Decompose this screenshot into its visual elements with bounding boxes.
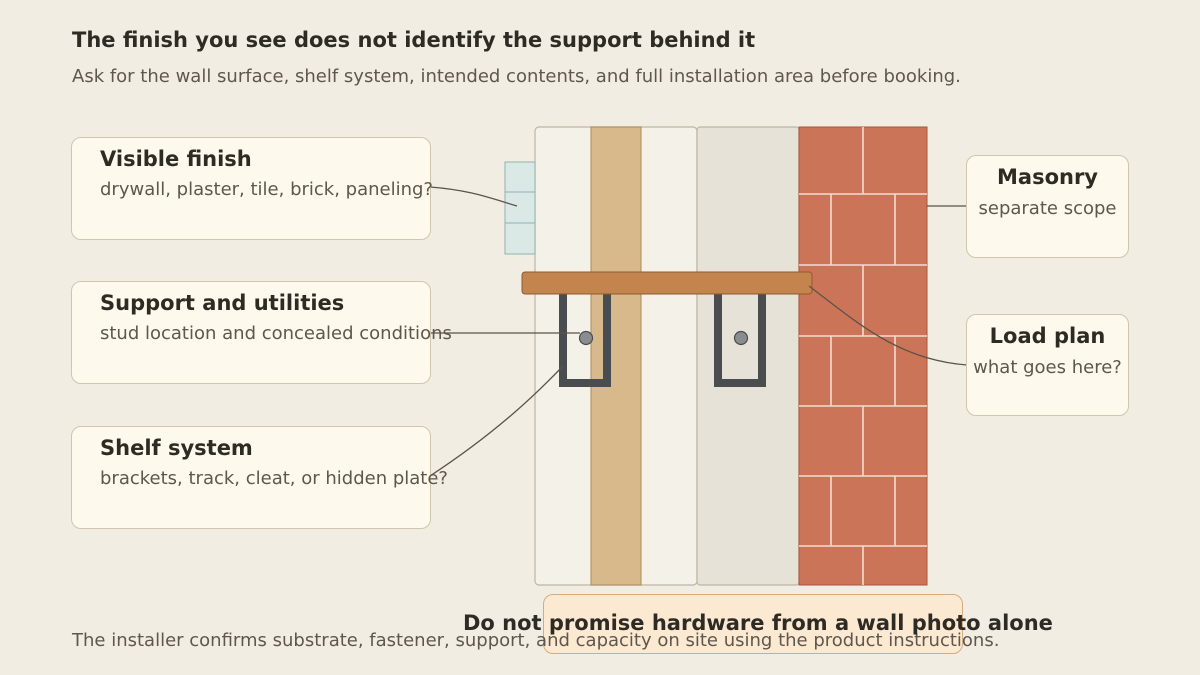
masonry-body: separate scope (978, 198, 1117, 219)
masonry-title: Masonry (997, 165, 1098, 189)
right-bracket (714, 294, 766, 387)
support-title: Support and utilities (100, 291, 345, 315)
leader-shelf-system (429, 365, 564, 477)
brick-field (798, 126, 928, 586)
diagram-subtitle: Ask for the wall surface, shelf system, … (72, 66, 961, 87)
warning-box (543, 594, 963, 654)
masonry-card: Masonry separate scope (966, 155, 1129, 258)
right-fastener (733, 330, 749, 346)
left-bracket (559, 294, 611, 387)
shelf-system-body: brackets, track, cleat, or hidden plate? (100, 468, 448, 489)
cavity-layer (696, 126, 800, 586)
tile-face (504, 161, 536, 255)
leader-load-plan (808, 285, 968, 366)
visible-finish-title: Visible finish (100, 147, 252, 171)
wood-stud (590, 126, 642, 586)
brick-wall (798, 126, 928, 586)
load-plan-title: Load plan (989, 324, 1106, 348)
diagram-title: The finish you see does not identify the… (72, 28, 756, 52)
shelf-board (521, 271, 813, 295)
shelf-system-title: Shelf system (100, 436, 253, 460)
tile-strip (504, 161, 536, 255)
shelf-system-card: Shelf system brackets, track, cleat, or … (71, 426, 448, 529)
left-fastener (578, 330, 594, 346)
warning-text: Do not promise hardware from a wall phot… (463, 611, 1053, 635)
load-plan-card: Load plan what goes here? (966, 314, 1129, 416)
installer-footnote: The installer confirms substrate, fasten… (72, 630, 1000, 651)
leader-visible-finish (429, 186, 518, 207)
visible-finish-body: drywall, plaster, tile, brick, paneling? (100, 179, 433, 200)
load-plan-body: what goes here? (973, 357, 1122, 378)
visible-finish-card: Visible finish drywall, plaster, tile, b… (71, 137, 433, 240)
support-card: Support and utilities stud location and … (71, 281, 452, 384)
support-body: stud location and concealed conditions (100, 323, 452, 344)
